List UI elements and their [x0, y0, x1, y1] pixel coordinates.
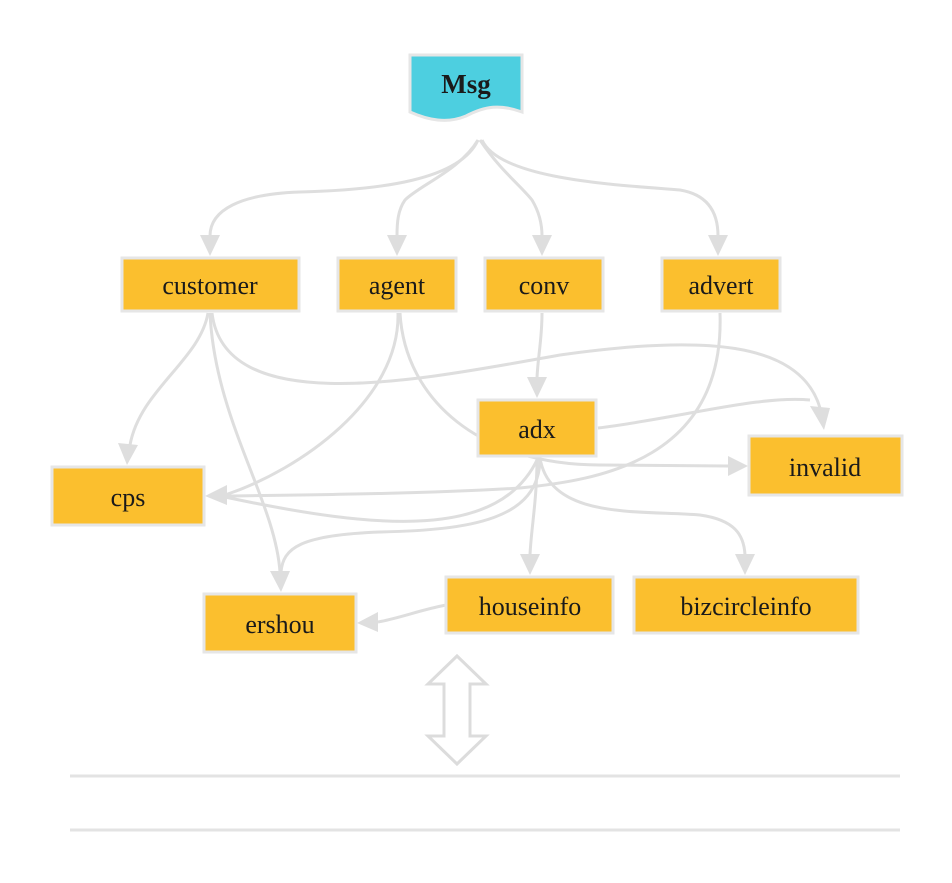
node-label-adx: adx [518, 415, 556, 444]
edge-adx-ershou [279, 457, 542, 573]
arrowhead [728, 456, 748, 476]
edge-agent-cps [224, 312, 400, 497]
node-label-invalid: invalid [789, 453, 861, 482]
node-label-cps: cps [111, 483, 146, 512]
node-invalid: invalid [747, 434, 904, 497]
edge-adx-invalid [597, 397, 811, 430]
edge-agent-invalid [398, 312, 729, 468]
arrowhead [205, 485, 227, 505]
arrowhead [357, 612, 378, 632]
edge-conv-adx [535, 312, 544, 379]
edge-customer-cps [128, 312, 210, 446]
edge-adx-cps [224, 457, 540, 523]
node-label-msg: Msg [441, 69, 491, 99]
edge-houseinfo-ershou [377, 603, 447, 624]
arrowhead [735, 554, 755, 575]
node-label-customer: customer [162, 271, 258, 300]
node-ershou: ershou [202, 592, 358, 654]
arrowhead [200, 235, 220, 256]
edges [118, 139, 830, 632]
node-advert: advert [660, 256, 782, 313]
edge-msg-customer [208, 139, 480, 237]
arrowhead [527, 377, 547, 398]
edge-adx-houseinfo [528, 457, 539, 556]
arrowhead [387, 235, 407, 256]
node-label-conv: conv [519, 271, 570, 300]
edge-msg-advert [480, 139, 720, 237]
node-agent: agent [336, 256, 458, 313]
double-arrow-icon [424, 653, 490, 767]
arrowhead [270, 571, 290, 592]
edge-customer-invalid [210, 312, 822, 409]
node-label-ershou: ershou [245, 610, 314, 639]
arrowhead [532, 235, 552, 256]
node-label-agent: agent [369, 271, 426, 300]
node-label-bizcircleinfo: bizcircleinfo [680, 592, 811, 621]
node-label-advert: advert [689, 271, 755, 300]
node-customer: customer [120, 256, 301, 313]
arrowhead [708, 235, 728, 256]
arrowhead [118, 443, 138, 465]
node-houseinfo: houseinfo [444, 575, 615, 635]
node-msg: Msg [408, 53, 524, 122]
node-conv: conv [483, 256, 605, 313]
edge-msg-agent [395, 139, 480, 237]
node-label-houseinfo: houseinfo [479, 592, 582, 621]
root-shape [408, 53, 524, 122]
edge-msg-conv [478, 139, 544, 237]
edge-adx-bizcircleinfo [538, 457, 747, 556]
arrowhead [810, 406, 830, 430]
node-adx: adx [476, 398, 598, 458]
node-bizcircleinfo: bizcircleinfo [632, 575, 860, 635]
arrowhead [520, 554, 540, 575]
edge-advert-cps [224, 312, 722, 498]
node-cps: cps [50, 465, 206, 527]
edge-customer-ershou [208, 312, 282, 573]
